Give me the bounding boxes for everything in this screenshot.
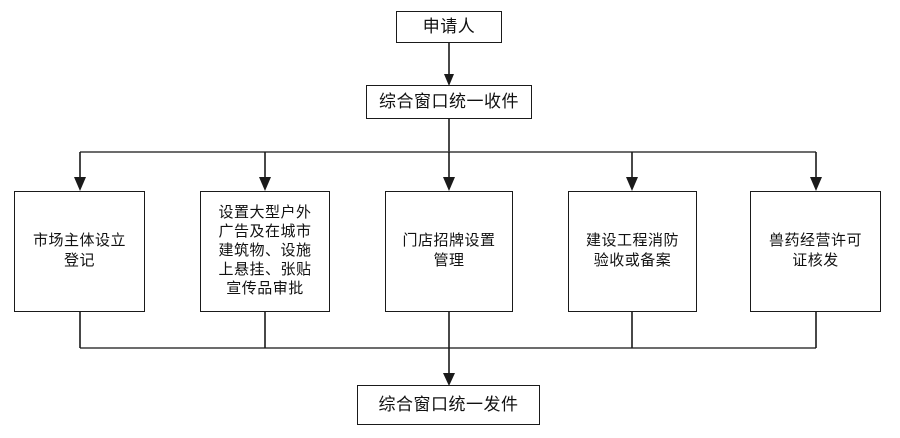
node-market-entity-registration[interactable]: 市场主体设立 登记 bbox=[14, 191, 145, 312]
bus-drop-branch-1 bbox=[74, 152, 86, 191]
bus-drop-branch-3 bbox=[443, 152, 455, 191]
edge-applicant-to-intake bbox=[444, 43, 454, 86]
node-construction-fire-acceptance-label: 建设工程消防 验收或备案 bbox=[585, 233, 679, 269]
node-intake[interactable]: 综合窗口统一收件 bbox=[366, 85, 532, 119]
node-construction-fire-acceptance[interactable]: 建设工程消防 验收或备案 bbox=[568, 191, 697, 312]
node-veterinary-drug-license-label: 兽药经营许可 证核发 bbox=[768, 233, 862, 269]
node-dispatch[interactable]: 综合窗口统一发件 bbox=[357, 385, 540, 425]
node-storefront-signboard-management[interactable]: 门店招牌设置 管理 bbox=[385, 191, 513, 312]
node-storefront-signboard-management-label: 门店招牌设置 管理 bbox=[402, 233, 496, 269]
bus-drop-branch-2 bbox=[259, 152, 271, 191]
node-market-entity-registration-label: 市场主体设立 登记 bbox=[32, 233, 126, 269]
node-intake-label: 综合窗口统一收件 bbox=[379, 92, 519, 112]
distribution-bus bbox=[74, 151, 822, 191]
edge-collection-bus-to-dispatch bbox=[443, 348, 455, 386]
node-veterinary-drug-license[interactable]: 兽药经营许可 证核发 bbox=[750, 191, 881, 312]
node-outdoor-advertising-approval[interactable]: 设置大型户外 广告及在城市 建筑物、设施 上悬挂、张贴 宣传品审批 bbox=[200, 191, 330, 312]
collection-bus bbox=[79, 312, 817, 349]
bus-drop-branch-5 bbox=[810, 152, 822, 191]
node-applicant-label: 申请人 bbox=[422, 17, 476, 37]
node-applicant[interactable]: 申请人 bbox=[396, 11, 502, 43]
node-outdoor-advertising-approval-label: 设置大型户外 广告及在城市 建筑物、设施 上悬挂、张贴 宣传品审批 bbox=[218, 204, 312, 298]
bus-drop-branch-4 bbox=[626, 152, 638, 191]
node-dispatch-label: 综合窗口统一发件 bbox=[378, 395, 519, 415]
